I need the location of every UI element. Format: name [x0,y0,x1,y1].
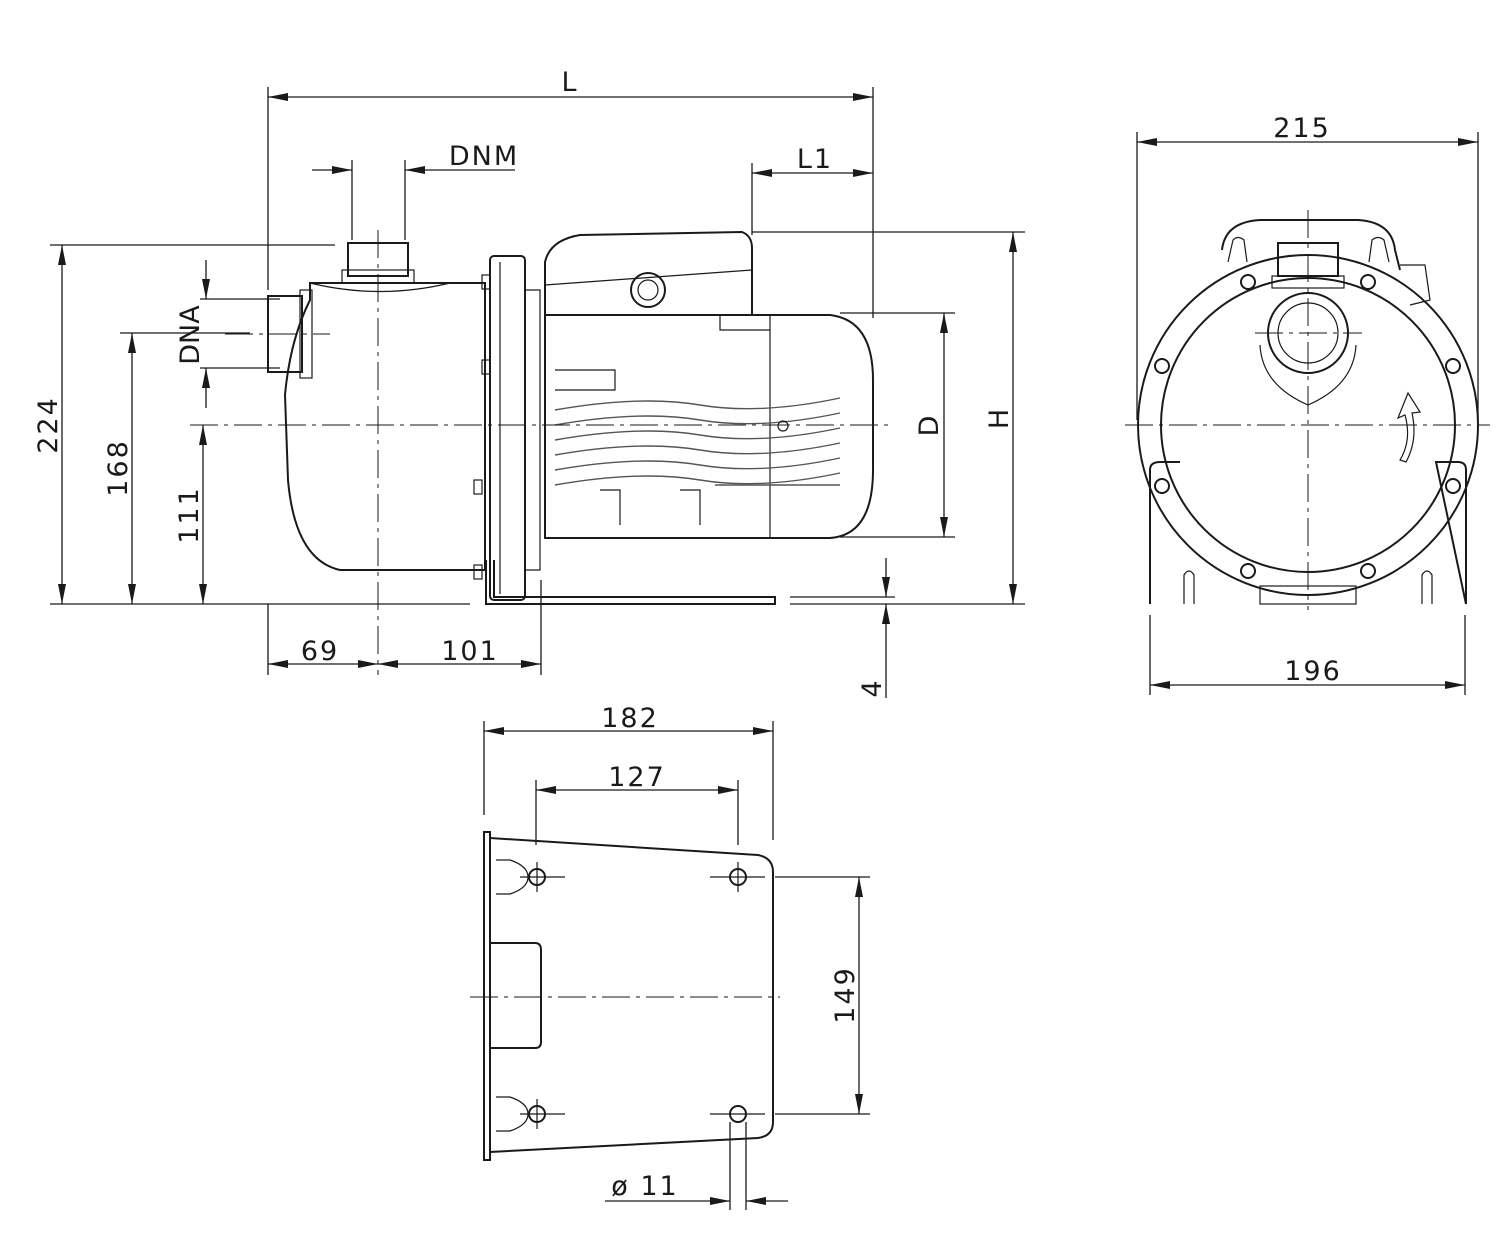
dim-182-label: 182 [601,703,659,734]
base-plate-outline [489,837,774,1153]
dim-DNM-label: DNM [449,141,519,172]
front-view: 215 196 [1125,113,1490,695]
dim-H-label: H [984,407,1015,429]
dim-168-label: 168 [103,439,134,497]
suction-port [267,295,303,373]
dim-DNA-label: DNA [175,305,206,365]
dim-215-label: 215 [1273,113,1331,144]
dim-111-label: 111 [174,486,205,544]
dim-127-label: 127 [608,762,666,793]
dim-D-label: D [914,414,945,437]
bolt-holes [1154,274,1461,579]
dim-L1-label: L1 [797,144,833,175]
dim-224-label: 224 [33,396,64,454]
dim-L-label: L [561,67,578,98]
dim-hole-diameter-label: ø 11 [611,1171,678,1202]
pump-housing [283,282,486,571]
rotation-arrow-icon [1396,391,1422,463]
dim-196-label: 196 [1284,656,1342,687]
dim-4-label: 4 [857,678,888,697]
pump-base [1149,461,1467,605]
base-plate [485,560,776,605]
cooling-fins [554,397,841,486]
side-view: L DNM L1 H D 224 168 111 [33,67,1025,698]
base-plate-view: 182 127 149 ø 11 [470,703,870,1210]
flange [489,255,526,601]
dim-69-label: 69 [301,636,339,667]
dim-101-label: 101 [441,636,499,667]
motor [544,314,874,539]
terminal-box [544,230,753,315]
dim-149-label: 149 [830,966,861,1024]
mounting-holes [520,862,765,1129]
